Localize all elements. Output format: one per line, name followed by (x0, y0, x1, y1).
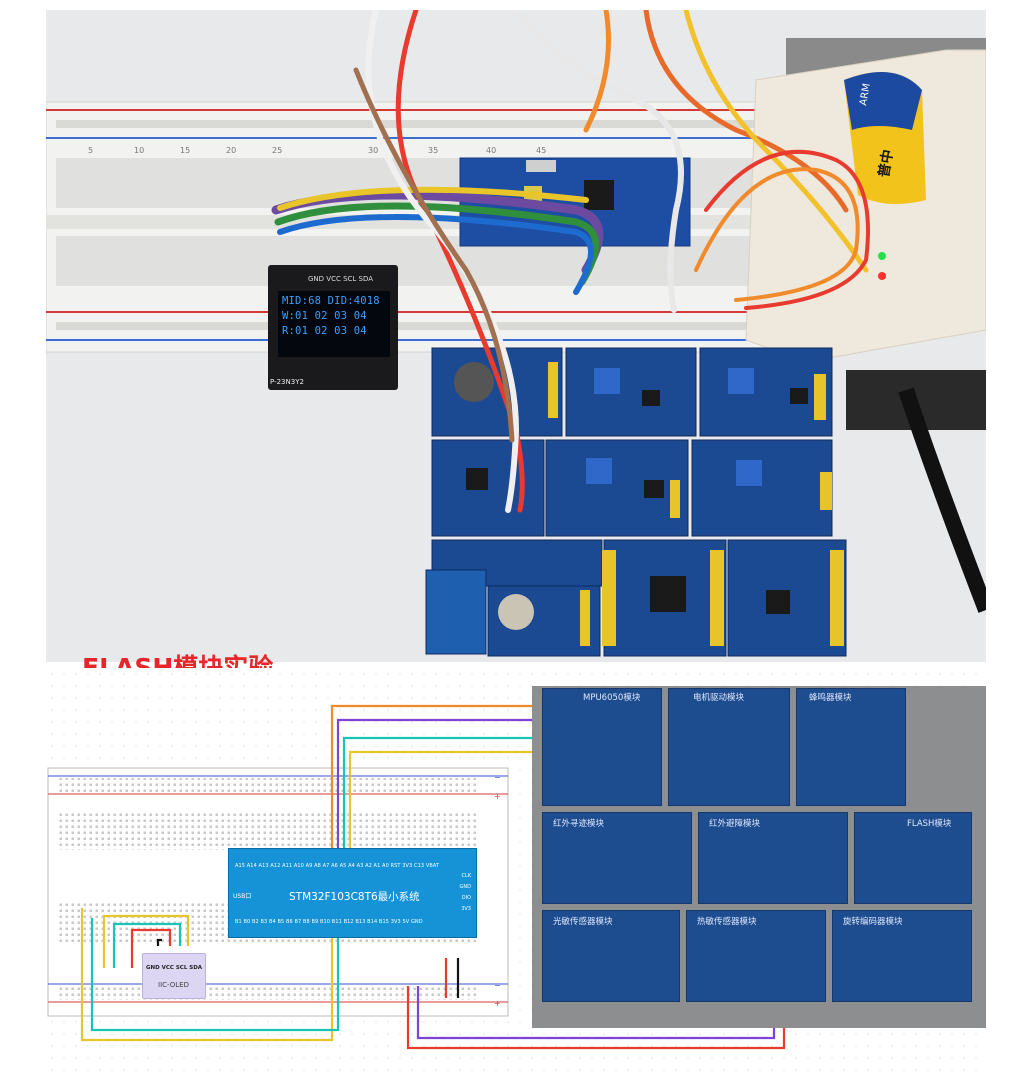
programmer-brand-text: 普中 (875, 148, 897, 179)
stm32-usb-label: USB口 (233, 893, 252, 900)
ruler-mark: 25 (272, 146, 282, 155)
ruler-mark: 30 (368, 146, 378, 155)
module-label: 红外寻迹模块 (553, 819, 605, 829)
svg-text:−: − (494, 773, 501, 782)
iic-oled-module: GND VCC SCL SDA IIC-OLED (142, 953, 206, 999)
module-label: 红外避障模块 (709, 819, 761, 829)
photo-hardware-setup: 5 10 15 20 25 30 35 40 45 ARM 普中 (46, 10, 986, 662)
module-temp-sensor: 热敏传感器模块 (686, 910, 826, 1002)
programmer-arm-text: ARM (858, 83, 873, 107)
module-label: 热敏传感器模块 (697, 917, 757, 927)
oled-screen: MID:68 DID:4018 W:01 02 03 04 R:01 02 03… (278, 291, 390, 357)
module-label: FLASH模块 (907, 819, 952, 829)
module-rotary-encoder: 旋转编码器模块 (832, 910, 972, 1002)
module-label: 电机驱动模块 (693, 693, 745, 703)
stm32-right-pins: CLK GND DIO 3V3 (460, 871, 471, 915)
hardware-photo-drawing: 5 10 15 20 25 30 35 40 45 ARM 普中 (46, 10, 986, 662)
module-ir-avoid: 红外避障模块 (698, 812, 848, 904)
stm32-board: A15 A14 A13 A12 A11 A10 A9 A8 A7 A6 A5 A… (228, 848, 477, 938)
stm32-bottom-pins: B1 B0 B2 B3 B4 B5 B6 B7 B8 B9 B10 B11 B1… (235, 919, 423, 925)
svg-text:−: − (494, 981, 501, 990)
oled-module-name: IIC-OLED (158, 981, 189, 989)
module-mpu6050: MPU6050模块 (542, 688, 662, 806)
ruler-mark: 45 (536, 146, 546, 155)
ruler-mark: 40 (486, 146, 496, 155)
ruler-mark: 10 (134, 146, 144, 155)
oled-footer-label: P-23N3Y2 (270, 378, 304, 386)
pin-label: GND (459, 884, 471, 890)
module-motor-driver: 电机驱动模块 (668, 688, 790, 806)
module-label: 光敏传感器模块 (553, 917, 613, 927)
sensor-modules-photo: MPU6050模块 电机驱动模块 蜂鸣器模块 红外寻迹模块 红外避障模块 FLA… (532, 686, 986, 1028)
wiring-diagram: − + − + (46, 668, 986, 1076)
module-label: 旋转编码器模块 (843, 917, 903, 927)
module-buzzer: 蜂鸣器模块 (796, 688, 906, 806)
module-label: 蜂鸣器模块 (809, 693, 852, 703)
oled-line-read: R:01 02 03 04 (282, 325, 367, 337)
ruler-mark: 20 (226, 146, 236, 155)
stm32-title: STM32F103C8T6最小系统 (289, 891, 420, 903)
module-label: MPU6050模块 (583, 693, 641, 703)
pin-label: DIO (461, 895, 471, 901)
oled-module-pins: GND VCC SCL SDA (146, 965, 203, 971)
oled-display: GND VCC SCL SDA MID:68 DID:4018 W:01 02 … (268, 265, 398, 390)
ruler-mark: 35 (428, 146, 438, 155)
module-ir-tracking: 红外寻迹模块 (542, 812, 692, 904)
stm32-top-pins: A15 A14 A13 A12 A11 A10 A9 A8 A7 A6 A5 A… (235, 863, 440, 869)
svg-text:+: + (494, 792, 501, 801)
oled-line-write: W:01 02 03 04 (282, 310, 367, 322)
module-light-sensor: 光敏传感器模块 (542, 910, 680, 1002)
ruler-mark: 15 (180, 146, 190, 155)
svg-text:+: + (494, 999, 501, 1008)
oled-pin-labels: GND VCC SCL SDA (308, 275, 374, 283)
module-flash: FLASH模块 (854, 812, 972, 904)
ruler-mark: 5 (88, 146, 93, 155)
pin-label: 3V3 (461, 906, 471, 912)
pin-label: CLK (461, 873, 471, 879)
oled-line-id: MID:68 DID:4018 (282, 295, 380, 307)
